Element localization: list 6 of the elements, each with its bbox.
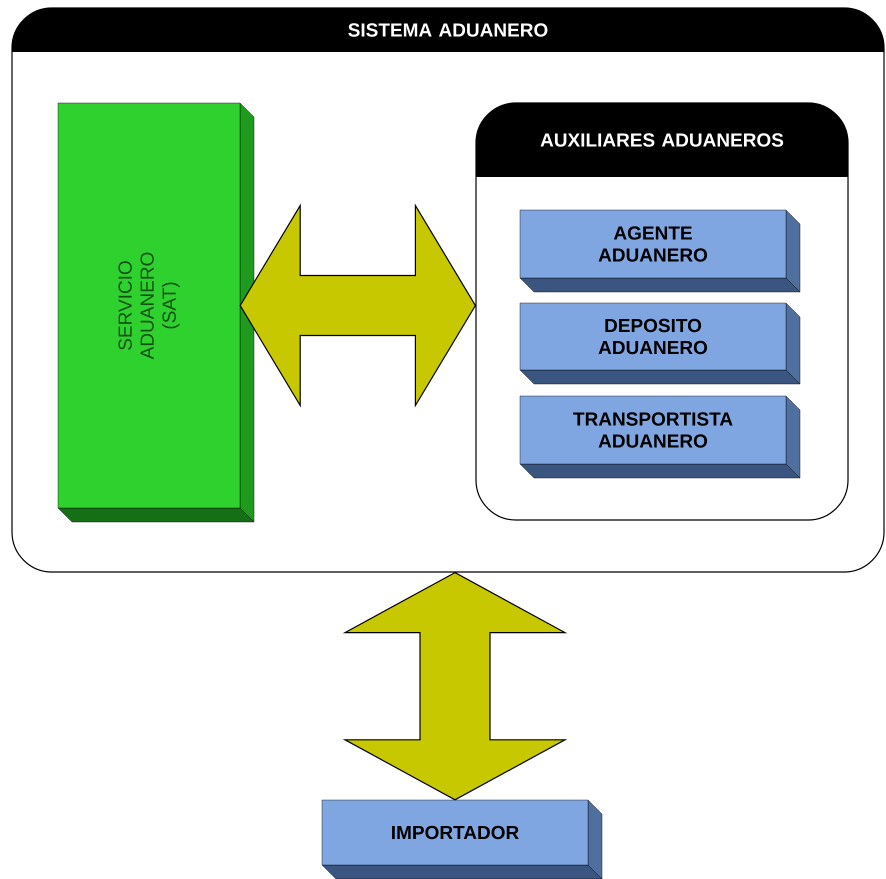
entity-block: AGENTE ADUANERO <box>520 210 800 292</box>
entity-block: DEPOSITO ADUANERO <box>520 302 800 384</box>
agency-block: SERVICIO ADUANERO (SAT) <box>58 102 254 522</box>
entity-block: IMPORTADOR <box>322 800 602 879</box>
double-arrow <box>240 203 476 408</box>
entity-block: TRANSPORTISTA ADUANERO <box>520 396 800 478</box>
